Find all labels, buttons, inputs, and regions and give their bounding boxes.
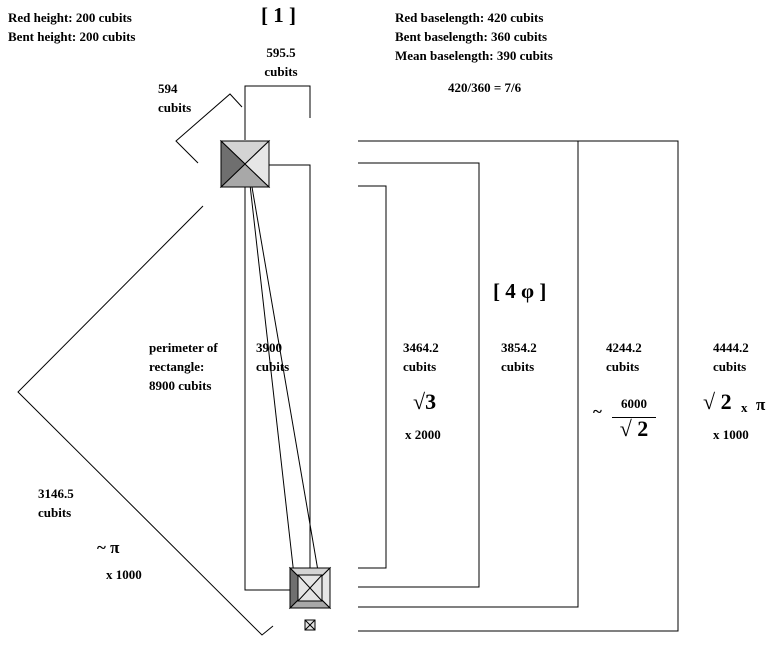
col-3854-value: 3854.2 [501,340,537,355]
diagonal-594-bracket [175,93,243,164]
perimeter-label-line3: 8900 cubits [149,378,212,393]
col-3464-value: 3464.2 [403,340,439,355]
bent-baselength-text: Bent baselength: 360 cubits [395,29,548,44]
col-3464-multiplier: x 2000 [405,427,441,442]
col-4244-tilde: ~ [593,402,602,421]
bent-height-text: Bent height: 200 cubits [8,29,136,44]
red-pyramid-icon [219,139,271,189]
rectangle-length-unit: cubits [256,359,290,374]
bent-pyramid-icon [288,566,332,610]
diagonal-length-unit: cubits [158,100,192,115]
sqrt-three-symbol: √3 [413,389,437,414]
top-length-value: 595.5 [266,45,296,60]
col-4444-unit: cubits [713,359,747,374]
bracket-3464 [358,185,387,569]
connector-line-b [246,157,324,601]
red-height-text: Red height: 200 cubits [8,10,132,25]
sqrt-two-symbol: √ 2 [703,389,732,414]
fraction-bar [612,417,656,418]
left-triangle-bracket [17,205,274,636]
bracket-one-label: [ 1 ] [261,3,296,27]
bracket-3854 [358,162,480,588]
connector-line-a [246,157,298,603]
bracket-4244 [358,140,579,608]
fraction-denominator: √ 2 [619,416,649,441]
perimeter-label-line1: perimeter of [149,340,218,355]
bracket-4444 [358,140,679,632]
bracket-four-phi-label: [ 4 φ ] [493,279,547,303]
times-sign: x [741,400,748,415]
col-4244-unit: cubits [606,359,640,374]
col-3464-unit: cubits [403,359,437,374]
left-pi-symbol: ~ π [97,538,120,557]
mean-baselength-text: Mean baselength: 390 cubits [395,48,553,63]
top-length-unit: cubits [264,64,298,79]
col-4444-multiplier: x 1000 [713,427,749,442]
col-4244-value: 4244.2 [606,340,642,355]
col-3854-unit: cubits [501,359,535,374]
perimeter-label-line2: rectangle: [149,359,205,374]
left-multiplier: x 1000 [106,567,142,582]
pi-symbol: π [756,395,766,414]
col-4444-value: 4444.2 [713,340,749,355]
triangle-length-unit: cubits [38,505,72,520]
rectangle-length-value: 3900 [256,340,282,355]
diagonal-length-value: 594 [158,81,178,96]
main-rectangle [244,164,311,591]
fraction-numerator: 6000 [621,396,647,411]
triangle-length-value: 3146.5 [38,486,74,501]
top-dimension-bracket [244,85,311,140]
red-baselength-text: Red baselength: 420 cubits [395,10,544,25]
ratio-text: 420/360 = 7/6 [448,80,522,95]
small-pyramid-icon [304,619,316,631]
